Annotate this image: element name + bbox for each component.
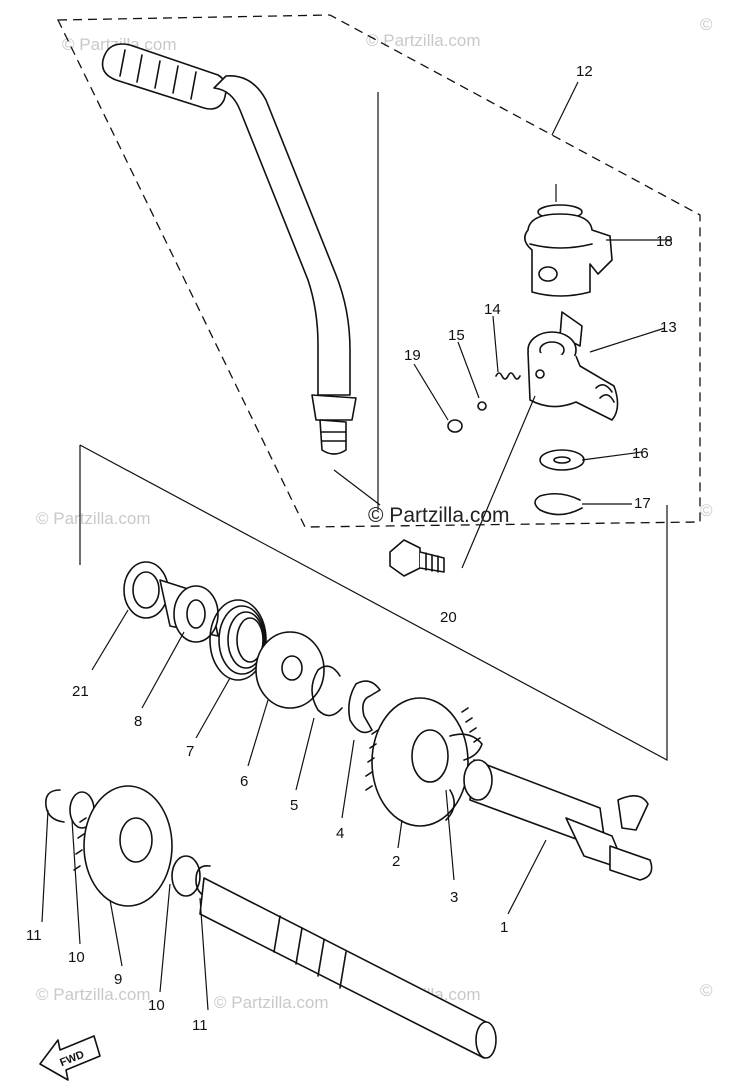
forward-arrow-icon: FWD: [39, 1035, 101, 1081]
callout-10: 10: [68, 949, 85, 966]
callout-19: 19: [404, 347, 421, 364]
kick-lever: [101, 43, 357, 455]
callout-12: 12: [576, 63, 593, 80]
bolt-part: [389, 539, 445, 577]
circlip-part: [534, 492, 583, 516]
watermark-tile: © Partzilla.com: [366, 31, 481, 50]
ratchet-holder-part: [527, 311, 619, 421]
ball-part: [477, 401, 487, 411]
callout-15: 15: [448, 327, 465, 344]
lower-bracket-outline: [79, 444, 668, 762]
callout-11b: 11: [192, 1017, 208, 1034]
lower-circlip-left: [44, 789, 65, 823]
callout-2: 2: [392, 853, 400, 870]
assembly-boundary-dashed: [56, 14, 701, 528]
idle-gear-part: [73, 785, 173, 907]
main-shaft-part: [199, 877, 497, 1059]
callout-7: 7: [186, 743, 194, 760]
callout-18: 18: [656, 233, 673, 250]
callout-21: 21: [72, 683, 89, 700]
pin-part: [447, 419, 463, 433]
kick-shaft-part: [463, 759, 653, 881]
callout-13: 13: [660, 319, 677, 336]
watermark-tile: ©: [700, 501, 713, 520]
callout-1: 1: [500, 919, 508, 936]
lower-washer-right: [171, 855, 201, 897]
leader-lines-top: [333, 81, 672, 569]
callout-16: 16: [632, 445, 649, 462]
callout-6: 6: [240, 773, 248, 790]
watermark-tile: ©: [700, 981, 713, 1000]
partzilla-watermark: © Partzilla.com: [368, 504, 510, 527]
small-spring-part: [495, 372, 521, 380]
callout-20: 20: [440, 609, 457, 626]
kick-boss-part: [524, 204, 613, 297]
callout-17: 17: [634, 495, 651, 512]
callout-labels: 1 2 3 4 5 6 7 8 9 10 10 11 11 12 13 14 1…: [26, 63, 677, 1034]
watermark-tile: © Partzilla.com: [36, 985, 151, 1004]
callout-11: 11: [26, 927, 42, 944]
washer-part: [539, 449, 585, 471]
spring-cover-part: [255, 631, 325, 709]
kick-gear-part: [365, 697, 481, 827]
watermark-tile: © Partzilla.com: [36, 509, 151, 528]
watermark-tiles: © Partzilla.com © Partzilla.com © Partzi…: [36, 15, 713, 1012]
torsion-spring-part: [209, 599, 267, 681]
watermark-tile: ©: [700, 15, 713, 34]
ratchet-ring-part: [348, 680, 381, 734]
watermark-tile: © Partzilla.com: [214, 993, 329, 1012]
callout-14: 14: [484, 301, 501, 318]
callout-5: 5: [290, 797, 298, 814]
callout-10b: 10: [148, 997, 165, 1014]
callout-4: 4: [336, 825, 344, 842]
gear-circlip-part: [311, 665, 343, 717]
callout-3: 3: [450, 889, 458, 906]
collar-part: [159, 579, 219, 643]
leader-lines-bottom: [41, 609, 547, 1011]
callout-9: 9: [114, 971, 122, 988]
callout-8: 8: [134, 713, 142, 730]
